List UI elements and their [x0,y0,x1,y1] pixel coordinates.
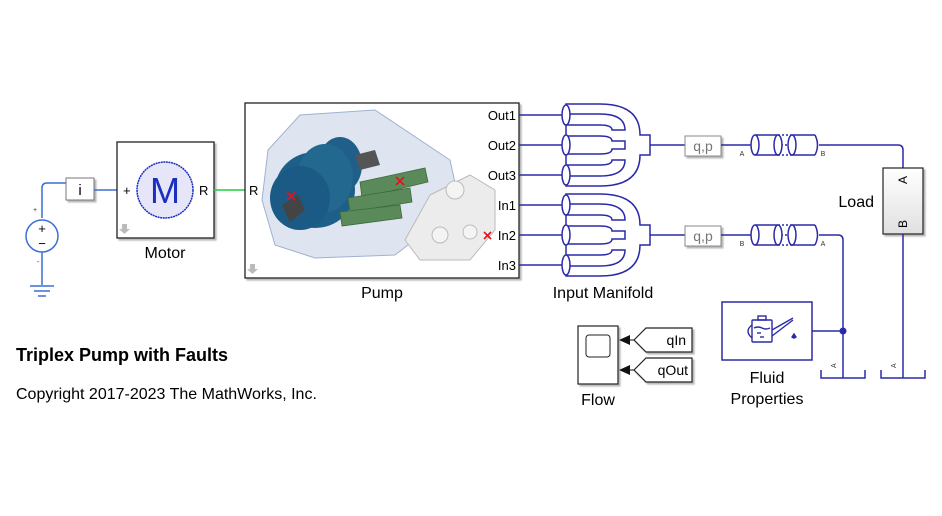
current-sensor-label: i [78,182,81,199]
motor-icon-letter: M [150,170,180,211]
reservoir-left[interactable] [820,370,866,379]
oil-can-icon [747,315,797,343]
load-block[interactable]: A B [882,167,924,235]
subsystem-arrow-icon [247,264,258,274]
from-block-qout[interactable]: qOut [619,357,693,383]
reservoir-left-port: A [831,363,838,368]
pipe-bottom-block[interactable] [750,224,819,246]
pump-name: Pump [361,285,403,302]
motor-block[interactable]: M + R [116,141,215,239]
manifold-connections[interactable] [519,114,563,266]
junction-dot [839,327,847,335]
load-port-a: A [896,176,910,184]
subsystem-arrow-icon [119,224,130,234]
pump-port-out1: Out1 [488,108,516,123]
load-name: Load [838,194,874,211]
sensor-top-label: q,p [693,138,713,154]
fault-marker [286,191,296,201]
pipe-bottom-port-b: B [740,241,745,248]
arrow-icon [619,335,630,345]
fluid-properties-name-line2: Properties [731,391,804,408]
pump-image [261,109,496,261]
pump-block[interactable]: R Out1 Out2 Out3 In1 [244,102,520,279]
scope-name: Flow [581,392,615,409]
arrow-icon [619,365,630,375]
pipe-top-port-a: A [740,151,745,158]
from-qin-label: qIn [667,332,686,348]
motor-port-r: R [199,183,208,198]
sensor-bottom-label: q,p [693,228,713,244]
pipe-bottom-port-a: A [821,241,826,248]
fluid-properties-name-line1: Fluid [750,370,785,387]
line-pipe-to-load[interactable] [819,144,904,168]
motor-port-plus: + [123,183,131,198]
model-title: Triplex Pump with Faults [16,345,229,365]
pump-port-in3: In3 [498,258,516,273]
scope-block[interactable] [577,325,619,385]
pump-port-r: R [249,183,258,198]
current-sensor-block[interactable]: i [65,177,95,201]
pump-port-in2: In2 [498,228,516,243]
reservoir-right-port: A [891,363,898,368]
source-port-plus: + [33,207,37,214]
source-port-minus: - [37,259,40,266]
flow-pressure-sensor-bottom[interactable]: q,p [684,225,722,247]
source-minus: − [38,236,46,251]
reservoir-right[interactable] [880,370,926,379]
source-plus: + [38,221,46,236]
input-manifold-block[interactable] [561,103,651,277]
ground-icon [30,285,54,297]
pipe-top-port-b: B [821,151,826,158]
flow-pressure-sensor-top[interactable]: q,p [684,135,722,157]
pump-port-out3: Out3 [488,168,516,183]
pump-port-out2: Out2 [488,138,516,153]
from-qout-label: qOut [658,362,688,378]
from-block-qin[interactable]: qIn [619,327,693,353]
fault-marker [395,176,405,186]
wire-source-to-sensor[interactable] [41,182,66,218]
pump-port-in1: In1 [498,198,516,213]
fluid-properties-block[interactable] [721,301,813,361]
fault-marker [483,231,492,240]
motor-name: Motor [145,245,187,262]
load-port-b: B [896,220,910,228]
pipe-top-block[interactable] [750,134,819,156]
voltage-source[interactable]: + − + - [25,182,66,285]
line-pipe-to-reservoir[interactable] [819,234,844,378]
input-manifold-name: Input Manifold [553,285,654,302]
copyright-note: Copyright 2017-2023 The MathWorks, Inc. [16,386,317,403]
motor-icon [136,161,194,219]
